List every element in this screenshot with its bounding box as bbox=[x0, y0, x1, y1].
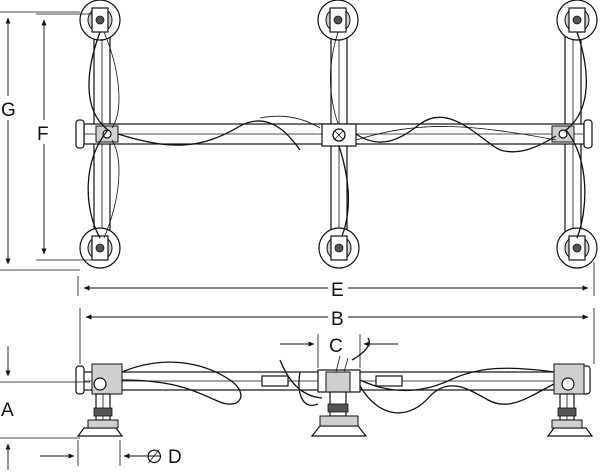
dimension-d: ∅ D bbox=[40, 440, 182, 468]
main-horizontal-beam bbox=[75, 119, 593, 149]
suction-cup-top-left bbox=[79, 0, 121, 41]
label-b: B bbox=[331, 309, 344, 330]
label-f: F bbox=[37, 124, 49, 145]
side-cup-right bbox=[546, 363, 594, 437]
suction-cup-bottom-left bbox=[79, 227, 121, 269]
vacuum-hoses-top bbox=[87, 31, 587, 239]
top-view bbox=[75, 0, 598, 269]
label-d: D bbox=[168, 447, 182, 468]
dimension-c: C bbox=[280, 334, 398, 368]
dimension-b: B bbox=[79, 307, 595, 364]
dimension-f: F bbox=[34, 13, 92, 261]
suction-cup-top-right bbox=[556, 0, 598, 41]
dimension-a: A bbox=[0, 346, 90, 470]
suction-cup-top-center bbox=[317, 0, 359, 41]
side-view bbox=[75, 337, 594, 437]
dimension-e: E bbox=[77, 262, 595, 301]
label-c: C bbox=[329, 336, 343, 357]
suction-cup-bottom-right bbox=[556, 227, 598, 269]
label-a: A bbox=[1, 400, 14, 421]
suction-cup-bottom-center bbox=[318, 227, 360, 269]
label-g: G bbox=[1, 100, 16, 121]
side-cup-left bbox=[76, 363, 124, 437]
diameter-symbol: ∅ bbox=[146, 447, 163, 468]
vacuum-hoses-side bbox=[121, 337, 555, 414]
label-e: E bbox=[331, 280, 344, 301]
dimension-g: G bbox=[0, 11, 80, 271]
side-cup-center bbox=[310, 355, 368, 437]
